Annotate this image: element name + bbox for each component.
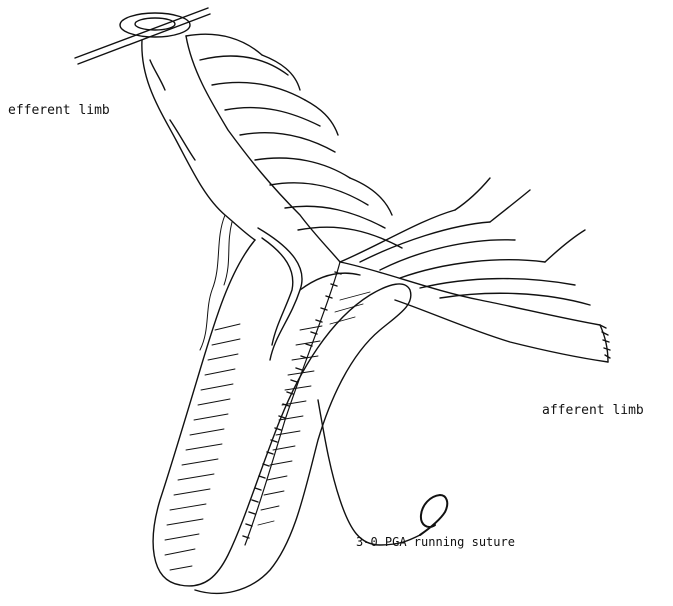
- mesentery-right: [340, 178, 590, 305]
- suture-label: 3-0 PGA running suture: [356, 536, 515, 548]
- mucosa-hatching: [165, 292, 370, 570]
- afferent-limb: [340, 262, 610, 362]
- needle-with-thread: [318, 400, 447, 545]
- mesentery-upper: [186, 34, 402, 248]
- afferent-limb-label: afferent limb: [542, 404, 644, 417]
- efferent-limb-label: efferent limb: [8, 104, 110, 117]
